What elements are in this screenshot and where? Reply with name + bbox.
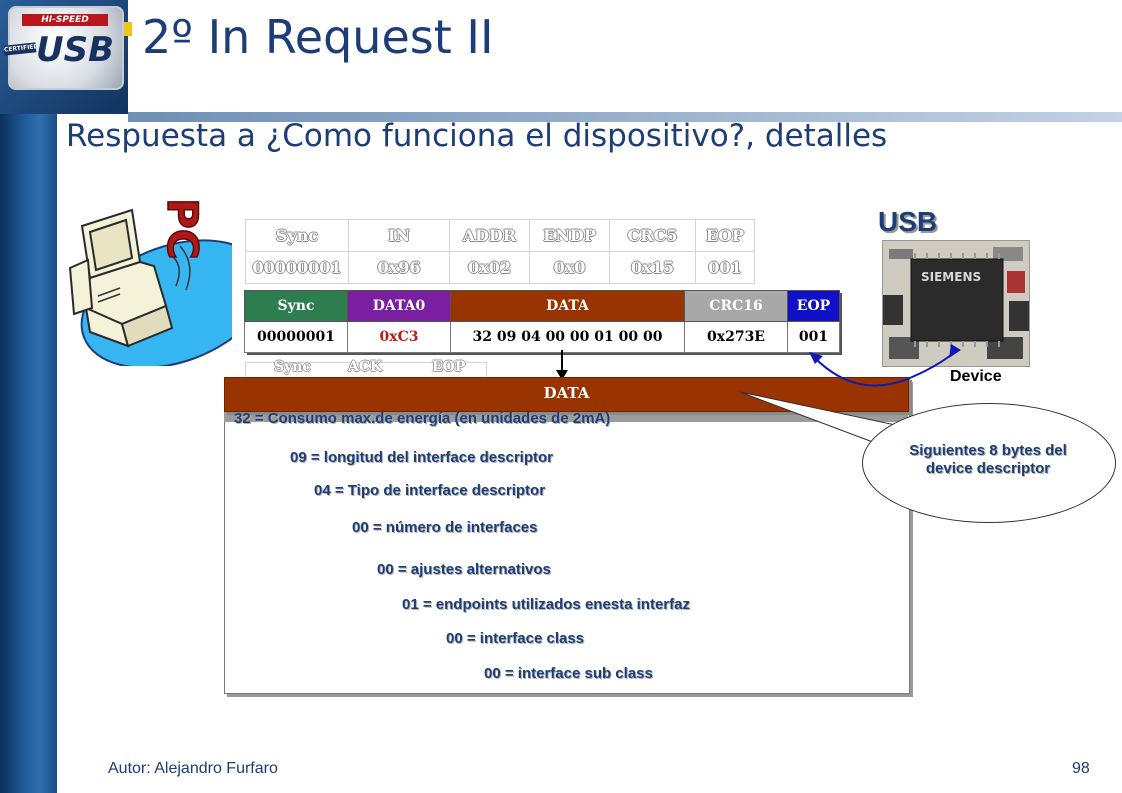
in-packet-header-row: Sync IN ADDR ENDP CRC5 EOP	[245, 219, 755, 252]
data-packet-header-row: Sync DATA0 DATA CRC16 EOP	[244, 290, 840, 322]
data-packet-header-sync: Sync	[244, 290, 348, 322]
slide-subtitle: Respuesta a ¿Como funciona el dispositiv…	[66, 118, 888, 154]
footer-author: Autor: Alejandro Furfaro	[108, 760, 278, 777]
in-packet-header: Sync	[245, 219, 349, 252]
data-packet-value-sync: 00000001	[244, 321, 348, 353]
in-packet-header: ADDR	[449, 219, 530, 252]
pc-computer-icon	[68, 208, 232, 366]
in-packet-header: CRC5	[609, 219, 696, 252]
usb-device-photo: SIEMENS	[882, 240, 1030, 367]
field-description: 09 = longitud del interface descriptor	[290, 449, 553, 466]
in-packet-header: ENDP	[529, 219, 610, 252]
data-packet: Sync DATA0 DATA CRC16 EOP 00000001 0xC3 …	[244, 290, 840, 353]
title-underline	[128, 112, 1122, 122]
page-number: 98	[1072, 760, 1090, 777]
data-packet-value-row: 00000001 0xC3 32 09 04 00 00 01 00 00 0x…	[244, 321, 840, 353]
down-arrow-icon	[556, 350, 568, 380]
usb-chip-icon: SIEMENS	[883, 241, 1029, 366]
field-description: 01 = endpoints utilizados enesta interfa…	[402, 596, 690, 613]
field-description: 00 = número de interfaces	[352, 519, 538, 536]
callout-line: device descriptor	[925, 460, 1051, 477]
field-description: 00 = interface class	[446, 630, 585, 647]
detail-strip	[224, 412, 908, 422]
field-description: 00 = ajustes alternativos	[377, 561, 551, 578]
ack-packet-header: ACK	[348, 359, 383, 375]
ack-packet-header: EOP	[432, 359, 466, 375]
in-packet-header: EOP	[695, 219, 755, 252]
callout-line: Siguientes 8 bytes del	[909, 442, 1067, 459]
in-packet-value: 0x96	[348, 251, 450, 284]
ack-packet: Sync ACK EOP	[245, 359, 487, 379]
data-packet-header-crc16: CRC16	[684, 290, 788, 322]
detail-panel	[224, 379, 910, 694]
field-description: 32 = Consumo max.de energía (en unidades…	[234, 410, 611, 427]
field-description: 00 = interface sub class	[484, 665, 653, 682]
in-token-packet: Sync IN ADDR ENDP CRC5 EOP 00000001 0x96…	[245, 219, 755, 284]
pc-label-text: PC	[158, 198, 207, 260]
pc-label: PC	[150, 194, 220, 272]
left-stripe	[0, 0, 57, 793]
in-packet-value: 0x02	[449, 251, 530, 284]
usb-logo-text: USB	[36, 30, 115, 70]
data-packet-value-crc16: 0x273E	[684, 321, 788, 353]
ack-packet-header: Sync	[274, 359, 311, 375]
data-packet-header-data0: DATA0	[347, 290, 451, 322]
in-packet-value: 001	[695, 251, 755, 284]
data-packet-header-data: DATA	[450, 290, 685, 322]
callout-text: Siguientes 8 bytes del device descriptor	[878, 442, 1098, 478]
data-packet-header-eop: EOP	[787, 290, 840, 322]
in-packet-value: 00000001	[245, 251, 349, 284]
field-description: 04 = Tipo de interface descriptor	[314, 482, 546, 499]
usb-logo-hispeed: HI-SPEED	[22, 14, 108, 26]
in-packet-value: 0x0	[529, 251, 610, 284]
in-packet-value-row: 00000001 0x96 0x02 0x0 0x15 001	[245, 251, 755, 284]
in-packet-header: IN	[348, 219, 450, 252]
usb-label: USB	[878, 206, 938, 237]
title-marker	[124, 22, 132, 36]
data-packet-value-data: 32 09 04 00 00 01 00 00	[450, 321, 685, 353]
chip-brand-text: SIEMENS	[921, 270, 981, 284]
data-packet-value-data0: 0xC3	[347, 321, 451, 353]
device-label: Device	[950, 368, 1002, 385]
device-connection-arrow	[809, 344, 961, 387]
usb-logo: HI-SPEED CERTIFIED USB	[0, 0, 128, 114]
callout-bubble	[862, 403, 1116, 523]
slide-title: 2º In Request II	[142, 10, 494, 64]
in-packet-value: 0x15	[609, 251, 696, 284]
data-packet-value-eop: 001	[787, 321, 840, 353]
